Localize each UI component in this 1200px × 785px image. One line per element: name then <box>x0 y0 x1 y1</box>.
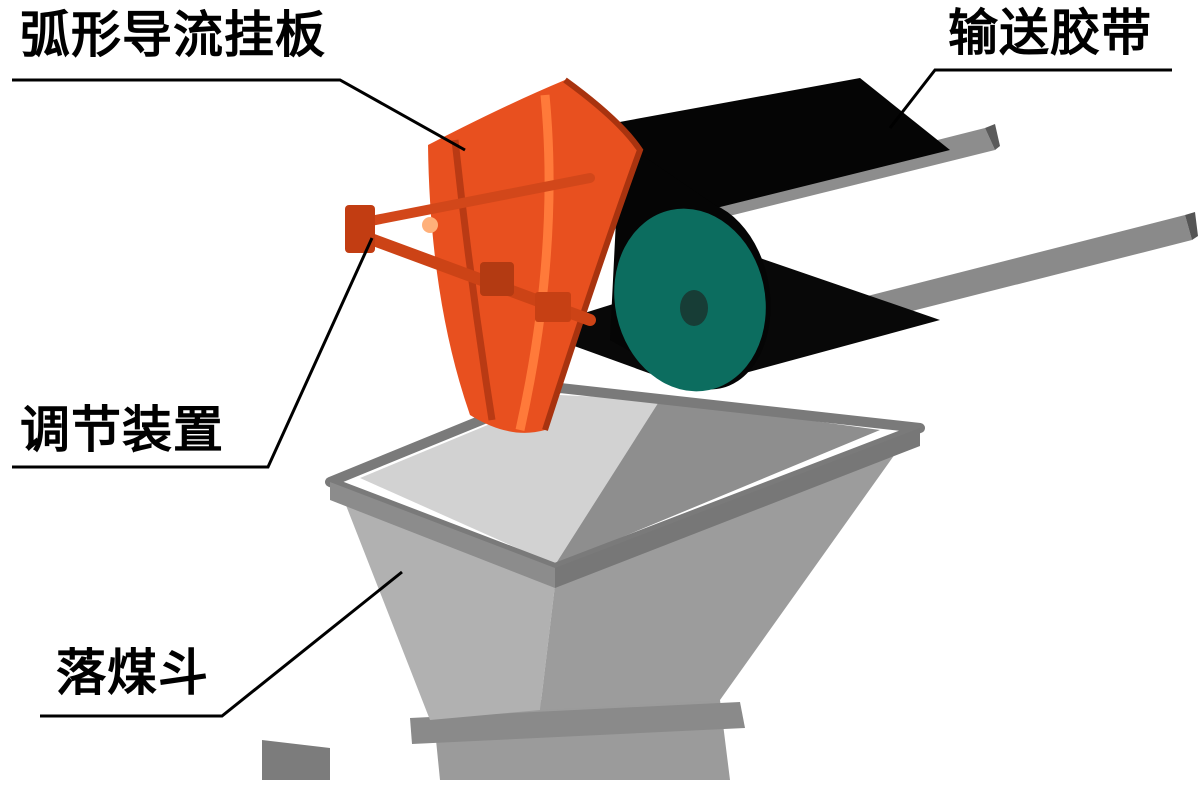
adjuster-bolt <box>422 217 438 233</box>
adjuster-rod-upper <box>345 173 595 230</box>
hopper-inner-right <box>555 400 880 565</box>
adjusting-device <box>345 173 596 326</box>
callout-lines <box>12 68 1172 718</box>
rail-lower-flange <box>1185 212 1198 240</box>
label-adjusting-device: 调节装置 <box>20 401 224 459</box>
head-pulley <box>610 140 771 392</box>
hopper-rim-front <box>330 482 555 588</box>
hopper-left-face <box>340 490 555 720</box>
arc-deflector-plate <box>428 77 644 433</box>
label-arc-deflector: 弧形导流挂板 <box>20 6 326 64</box>
hopper-lower-flange <box>410 702 745 744</box>
hopper-rim-right <box>555 428 920 588</box>
pulley-hub <box>680 290 708 326</box>
adjuster-clamp <box>480 262 514 296</box>
leader-adjuster <box>12 237 374 469</box>
deflector-edge <box>542 77 644 431</box>
leader-hopper <box>40 570 403 718</box>
hopper-right-face <box>540 440 905 710</box>
hopper-inner-back <box>360 395 660 565</box>
leader-belt <box>888 68 1172 129</box>
deflector-rib-right <box>515 94 554 431</box>
leader-deflector <box>12 78 466 152</box>
label-coal-hopper: 落煤斗 <box>56 644 209 702</box>
adjuster-bracket <box>535 292 571 322</box>
rail-upper-flange <box>985 124 1000 150</box>
coal-hopper <box>262 383 925 780</box>
hopper-lower-box <box>262 740 330 780</box>
adjuster-block <box>345 205 375 253</box>
label-conveyor-belt: 输送胶带 <box>948 4 1152 62</box>
